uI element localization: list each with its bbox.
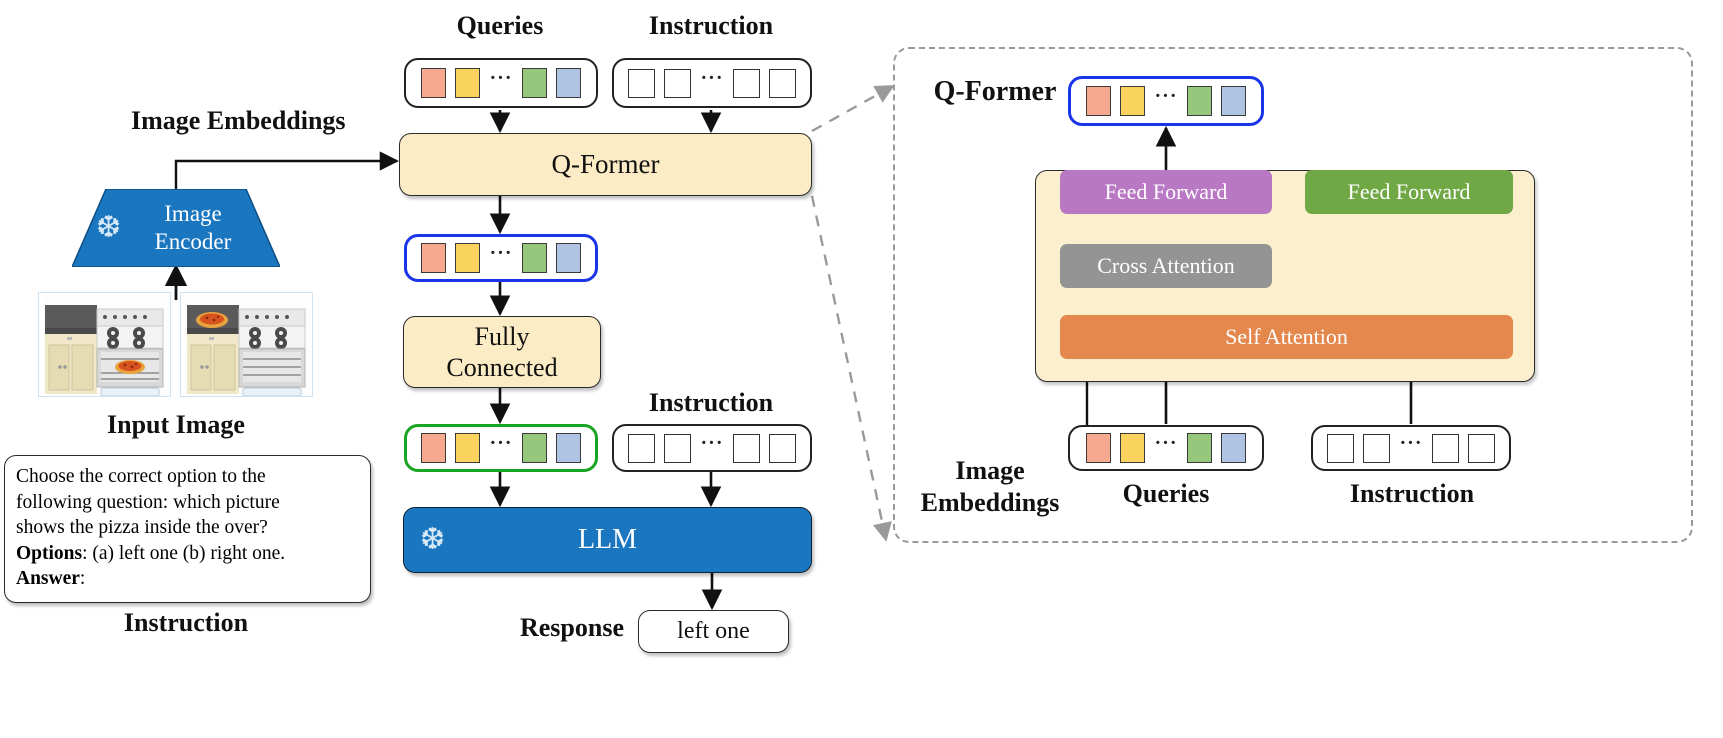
input-image-label: Input Image [107, 410, 245, 439]
trapezoid-shape [72, 189, 280, 267]
instruction-label-right: Instruction [1349, 479, 1475, 508]
image-embeddings-label: Image Embeddings [131, 106, 346, 135]
instruction-line-1: Choose the correct option to the [16, 466, 266, 487]
qformer-detail-output-tokens[interactable]: ··· [1068, 76, 1264, 126]
queries-label-right: Queries [1122, 479, 1210, 508]
instruction-options-line: Options: (a) left one (b) right one. [16, 541, 359, 567]
query-token-red [421, 243, 447, 273]
ellipsis-icon: ··· [489, 242, 513, 264]
instruction-token-2 [664, 68, 692, 98]
qformer-output-token-strip[interactable]: ··· [404, 234, 598, 282]
stove-pizza-on-counter-illustration [181, 293, 312, 396]
instruction-line-3: shows the pizza inside the over? [16, 517, 268, 538]
image-embeddings-line-2: Embeddings [920, 488, 1060, 517]
options-value: : (a) left one (b) right one. [82, 542, 286, 564]
instruction-line-2: following question: which picture [16, 491, 280, 513]
query-token-red [421, 68, 447, 98]
query-token-green [521, 68, 547, 98]
instruction-token-2 [664, 433, 692, 463]
image-embeddings-label-right: Image Embeddings [905, 455, 1075, 519]
answer-key: Answer [16, 568, 80, 589]
query-token-blue [555, 68, 581, 98]
response-label: Response [519, 613, 624, 642]
instruction-token-4 [768, 68, 796, 98]
cross-attention-block[interactable]: Cross Attention [1060, 244, 1272, 288]
instruction-token-3 [732, 68, 760, 98]
ellipsis-icon: ··· [489, 432, 513, 454]
query-token-red [421, 433, 447, 463]
qformer-detail-panel [893, 47, 1693, 543]
query-token-yellow [455, 68, 481, 98]
ellipsis-icon: ··· [700, 432, 724, 454]
fully-connected-block[interactable]: Fully Connected [403, 316, 601, 388]
snowflake-icon: ❆ [96, 211, 122, 244]
instruction-textbox: Choose the correct option to the followi… [4, 455, 371, 603]
qformer-detail-queries-tokens[interactable]: ··· [1068, 425, 1264, 471]
instruction-token-1 [628, 68, 656, 98]
ellipsis-icon: ··· [700, 67, 724, 89]
projected-token-strip[interactable]: ··· [404, 424, 598, 472]
query-token-red [1086, 86, 1112, 116]
options-key: Options [16, 542, 83, 564]
query-token-yellow [455, 433, 481, 463]
query-token-blue [1220, 86, 1246, 116]
instruction-answer-line: Answer: [16, 566, 359, 592]
instruction-token-strip-middle[interactable]: ··· [612, 424, 812, 472]
instruction-token-3 [1431, 433, 1459, 463]
query-token-red [1086, 433, 1112, 463]
query-token-yellow [455, 243, 481, 273]
qformer-block[interactable]: Q-Former [399, 133, 812, 196]
ellipsis-icon: ··· [1154, 85, 1178, 107]
instruction-token-strip-top[interactable]: ··· [612, 58, 812, 108]
llm-label: LLM [577, 524, 638, 555]
llm-block[interactable]: ❆ LLM [403, 507, 812, 573]
query-token-yellow [1120, 433, 1146, 463]
image-embeddings-line-1: Image [955, 456, 1025, 485]
instruction-token-1 [1327, 433, 1355, 463]
queries-token-strip-top[interactable]: ··· [404, 58, 598, 108]
instruction-label-top: Instruction [648, 11, 774, 40]
feed-forward-right-block[interactable]: Feed Forward [1305, 170, 1513, 214]
query-token-green [1186, 433, 1212, 463]
ellipsis-icon: ··· [489, 67, 513, 89]
instruction-token-1 [628, 433, 656, 463]
instruction-label-middle: Instruction [648, 388, 774, 417]
query-token-blue [1220, 433, 1246, 463]
instruction-token-3 [732, 433, 760, 463]
instruction-token-4 [768, 433, 796, 463]
ellipsis-icon: ··· [1154, 432, 1178, 454]
input-image-right[interactable] [180, 292, 313, 397]
instruction-bottom-label: Instruction [123, 608, 249, 637]
qformer-panel-title: Q-Former [933, 76, 1057, 107]
query-token-green [521, 433, 547, 463]
answer-value: : [79, 568, 86, 589]
instruction-token-4 [1467, 433, 1495, 463]
queries-label-top: Queries [456, 11, 544, 40]
instruction-token-2 [1363, 433, 1391, 463]
stove-pizza-inside-oven-illustration [39, 293, 170, 396]
query-token-green [521, 243, 547, 273]
ellipsis-icon: ··· [1399, 432, 1423, 454]
query-token-blue [555, 433, 581, 463]
query-token-yellow [1120, 86, 1146, 116]
response-value-box: left one [638, 610, 789, 653]
self-attention-block[interactable]: Self Attention [1060, 315, 1513, 359]
feed-forward-left-block[interactable]: Feed Forward [1060, 170, 1272, 214]
fully-connected-line-2: Connected [446, 353, 558, 382]
fully-connected-line-1: Fully [474, 322, 530, 351]
query-token-green [1186, 86, 1212, 116]
input-image-left[interactable] [38, 292, 171, 397]
query-token-blue [555, 243, 581, 273]
snowflake-icon: ❆ [420, 523, 446, 556]
qformer-detail-instruction-tokens[interactable]: ··· [1311, 425, 1511, 471]
